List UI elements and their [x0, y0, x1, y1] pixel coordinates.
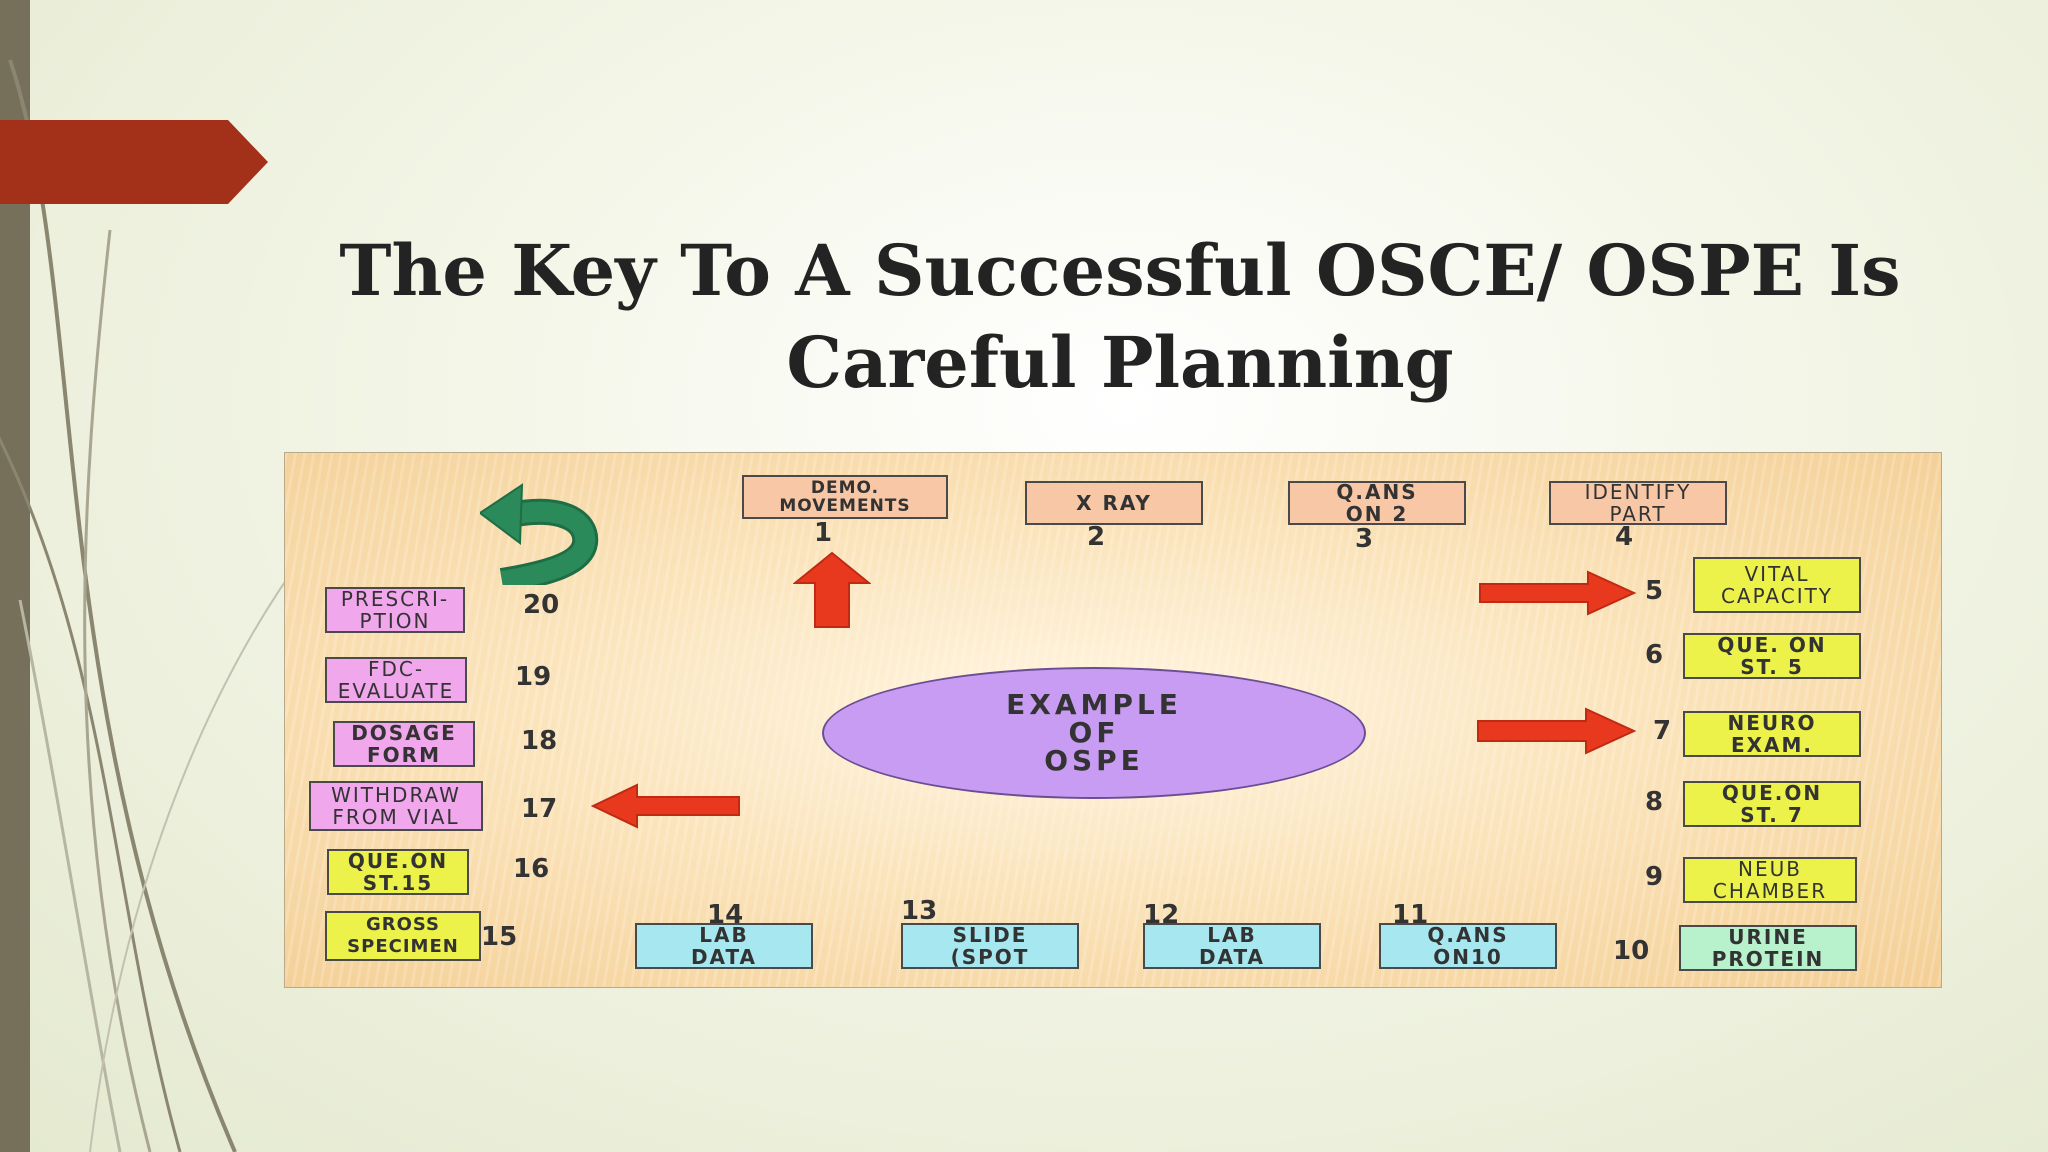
station-number: 19 — [515, 662, 552, 692]
station-label-line: ST. 7 — [1740, 803, 1804, 827]
ospe-diagram: EXAMPLE OF OSPE DEMO.MOVEMENTS 1 X RAY 2… — [284, 452, 1942, 988]
station-number: 8 — [1645, 787, 1664, 817]
station-label-line: SPECIMEN — [347, 936, 459, 957]
station-number: 6 — [1645, 640, 1664, 670]
station-box: PRESCRI-PTION — [325, 587, 465, 633]
station-label-line: QUE. ON — [1717, 633, 1827, 657]
station-label-line: IDENTIFY — [1584, 481, 1692, 504]
arrow-up-icon — [793, 551, 871, 628]
station-label-line: FROM VIAL — [332, 805, 460, 829]
station-number: 4 — [1615, 522, 1634, 552]
arrow-right-icon — [1479, 570, 1637, 616]
title-ribbon — [0, 120, 268, 204]
station-label-line: URINE — [1728, 925, 1808, 949]
station-label-line: PART — [1609, 502, 1667, 525]
station-label-line: QUE.ON — [347, 849, 449, 873]
station-box: SLIDE(SPOT — [901, 923, 1079, 969]
station-label-line: LAB — [1207, 923, 1257, 947]
station-label-line: PRESCRI- — [340, 587, 450, 611]
center-label-line: EXAMPLE — [1006, 688, 1182, 721]
station-label-line: WITHDRAW — [331, 783, 461, 807]
station-label-line: DOSAGE — [351, 721, 457, 745]
station-number: 10 — [1613, 936, 1650, 966]
station-label-line: NEUB — [1738, 857, 1802, 881]
station-box: FDC-EVALUATE — [325, 657, 467, 703]
station-label-line: (SPOT — [950, 945, 1030, 969]
station-number: 9 — [1645, 862, 1664, 892]
station-label-line: QUE.ON — [1721, 781, 1823, 805]
station-label-line: GROSS — [365, 914, 441, 935]
station-number: 7 — [1653, 716, 1672, 746]
station-label-line: VITAL — [1744, 562, 1810, 586]
station-label-line: FDC- — [367, 657, 425, 681]
station-label-line: ON10 — [1433, 945, 1503, 969]
station-number: 17 — [521, 794, 558, 824]
station-box: DEMO.MOVEMENTS — [742, 475, 948, 519]
station-label-line: X RAY — [1076, 491, 1152, 515]
arrow-right-icon — [1477, 707, 1637, 755]
station-number: 2 — [1087, 522, 1106, 552]
station-label-line: CHAMBER — [1712, 879, 1828, 903]
station-label-line: ST.15 — [362, 871, 434, 895]
circular-arrow-icon — [480, 483, 599, 585]
station-label-line: ON 2 — [1345, 502, 1409, 525]
station-number: 1 — [814, 518, 833, 548]
station-number: 13 — [901, 896, 938, 926]
station-number: 3 — [1355, 524, 1374, 554]
station-number: 15 — [481, 922, 518, 952]
station-box: X RAY — [1025, 481, 1203, 525]
station-number: 20 — [523, 590, 560, 620]
station-number: 18 — [521, 726, 558, 756]
station-label-line: EXAM. — [1730, 733, 1814, 757]
station-label-line: ST. 5 — [1740, 655, 1804, 679]
station-label-line: DATA — [1198, 945, 1266, 969]
station-label-line: PROTEIN — [1711, 947, 1825, 971]
slide-title: The Key To A Successful OSCE/ OSPE Is Ca… — [339, 229, 1901, 404]
station-label-line: Q.ANS — [1336, 481, 1418, 504]
center-label-line: OSPE — [1044, 744, 1144, 777]
station-label-line: EVALUATE — [337, 679, 455, 703]
station-label-line: LAB — [699, 923, 749, 947]
station-label-line: SLIDE — [952, 923, 1028, 947]
center-oval: EXAMPLE OF OSPE — [822, 667, 1366, 799]
station-label-line: DEMO. — [810, 478, 880, 498]
station-label-line: CAPACITY — [1720, 584, 1834, 608]
arrow-left-icon — [591, 783, 740, 829]
center-label-line: OF — [1068, 716, 1120, 749]
station-label-line: Q.ANS — [1427, 923, 1509, 947]
station-label-line: MOVEMENTS — [779, 496, 911, 516]
station-label-line: FORM — [367, 743, 441, 767]
station-label-line: NEURO — [1727, 711, 1817, 735]
station-label-line: DATA — [690, 945, 758, 969]
station-label-line: PTION — [359, 609, 431, 633]
station-number: 16 — [513, 854, 550, 884]
station-number: 5 — [1645, 576, 1664, 606]
